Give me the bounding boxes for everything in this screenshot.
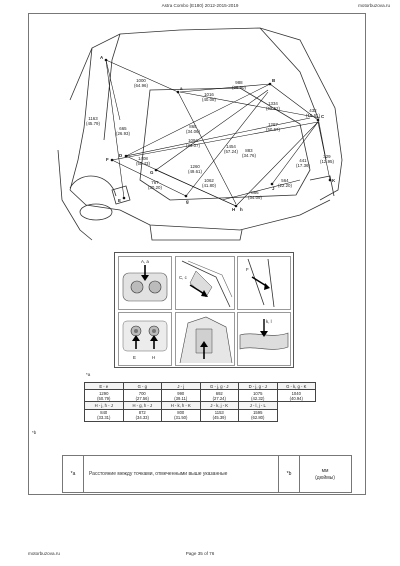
- dimension-label: 1287(50.67): [266, 122, 280, 132]
- legend-mark-b: *b: [279, 456, 300, 492]
- legend-table: *a Расстояние между точками, отмеченными…: [62, 455, 352, 493]
- dimension-label: 1163(45.79): [86, 116, 100, 126]
- table-cell: 1040(40.94): [276, 389, 316, 403]
- detail-label-f: F: [246, 267, 249, 272]
- legend-unit: мм(дюймы): [315, 468, 335, 481]
- table-cell: 840(33.31): [84, 408, 124, 422]
- table-header-cell: H - j, h - J: [84, 401, 124, 410]
- dimension-label: 329(12.95): [320, 154, 334, 164]
- point-label: F: [106, 157, 109, 162]
- detail-panel-e: E H: [118, 312, 172, 366]
- table-cell: 800(31.50): [161, 408, 201, 422]
- dimension-label: 865(34.06): [186, 124, 200, 134]
- dimension-label: 866(34.09): [248, 190, 262, 200]
- point-label: J: [272, 186, 275, 191]
- dimension-label: 1094(43.07): [186, 138, 200, 148]
- point-label: C: [321, 114, 325, 119]
- table-row: 1290(50.79) 700(27.56) 990(39.11) 692(27…: [84, 389, 316, 403]
- table-header-cell: H - k, h - K: [161, 401, 201, 410]
- table-header-cell: E - e: [84, 381, 124, 391]
- dimension-label: 441(17.36): [296, 158, 310, 168]
- dimension-label: 564(22.20): [278, 178, 292, 188]
- table-cell: 872(34.33): [122, 408, 162, 422]
- table-header-cell: J - k, j - K: [199, 401, 239, 410]
- table-row: E - e G - g J - j G - j, g - J D - j, g …: [84, 381, 316, 391]
- table-header-cell: G - g: [122, 381, 162, 391]
- dimensions-table: E - e G - g J - j G - j, g - J D - j, g …: [84, 381, 316, 422]
- table-cell: 990(39.11): [161, 389, 201, 403]
- dimension-label: 432(16.61): [306, 108, 320, 118]
- dimension-label: 1260(49.61): [188, 164, 202, 174]
- point-label: K: [332, 178, 336, 183]
- point-label: D: [119, 153, 123, 158]
- page-header-site: motorbuzova.ru: [358, 3, 390, 8]
- note-mark: *a: [86, 372, 91, 377]
- point-label: B: [272, 78, 276, 83]
- dimension-label: 1016(40.08): [202, 92, 216, 102]
- detail-panel-k: k, l: [237, 312, 291, 366]
- dimension-label: 1334(52.52): [266, 101, 280, 111]
- table-cell: 1595(62.80): [238, 408, 278, 422]
- detail-label-a: A, a: [141, 259, 149, 264]
- table-cell: 1075(42.32): [238, 389, 278, 403]
- table-header-cell: H - g, h - J: [122, 401, 162, 410]
- legend-text: Расстояние между точками, отмеченными вы…: [83, 456, 279, 492]
- table-header-cell: J - j: [161, 381, 201, 391]
- point-label: H: [232, 207, 236, 212]
- table-empty-cell: [277, 402, 316, 409]
- detail-label-e: E: [133, 355, 136, 360]
- table-cell: 700(27.56): [122, 389, 162, 403]
- point-label: g: [186, 199, 189, 204]
- legend-mark-a: *a: [63, 456, 84, 492]
- dimension-label: 1000(64.96): [134, 78, 148, 88]
- detail-label-k: k, l: [266, 319, 272, 324]
- detail-views: A, a C, c F E: [114, 252, 294, 368]
- detail-panel-h: [175, 312, 235, 366]
- dimension-label: 767(30.20): [148, 180, 162, 190]
- detail-panel-c: C, c: [175, 256, 235, 310]
- table-header-cell: J - l, j - L: [238, 401, 278, 410]
- dimension-label: 1062(41.80): [202, 178, 216, 188]
- table-header-cell: G - j, g - J: [199, 381, 239, 391]
- point-label: G: [150, 170, 154, 175]
- footer-page-number: Page 35 of 76: [185, 551, 215, 556]
- dimension-label: 1408(55.43): [136, 156, 150, 166]
- dimension-label: 1454(57.24): [224, 144, 238, 154]
- diagram-frame: [28, 13, 366, 495]
- detail-label-h: H: [152, 355, 156, 360]
- table-header-cell: D - j, g - J: [238, 381, 278, 391]
- table-cell: 692(27.24): [199, 389, 239, 403]
- table-empty-cell: [277, 409, 316, 421]
- table-cell: 1153(45.39): [199, 408, 239, 422]
- note-mark-b: *b: [32, 430, 37, 435]
- point-label: E: [118, 198, 121, 203]
- point-label: h: [240, 207, 243, 212]
- table-header-cell: G - k, g - K: [276, 381, 316, 391]
- point-label: a: [180, 86, 183, 91]
- detail-panel-f: F: [237, 256, 291, 310]
- detail-label-c: C, c: [179, 275, 187, 280]
- dimension-label: 883(34.76): [242, 148, 256, 158]
- table-cell: 1290(50.79): [84, 389, 124, 403]
- footer-site: motorbuzova.ru: [28, 551, 60, 556]
- detail-panel-a: A, a: [118, 256, 172, 310]
- table-row: H - j, h - J H - g, h - J H - k, h - K J…: [84, 401, 316, 410]
- table-row: 840(33.31) 872(34.33) 800(31.50) 1153(45…: [84, 408, 316, 422]
- dimension-label: 665(26.93): [116, 126, 130, 136]
- point-label: A: [100, 55, 104, 60]
- page-header-title: Astra Combo (E180) 2012-2015-2019: [161, 3, 239, 8]
- dimension-label: 988(38.90): [232, 80, 246, 90]
